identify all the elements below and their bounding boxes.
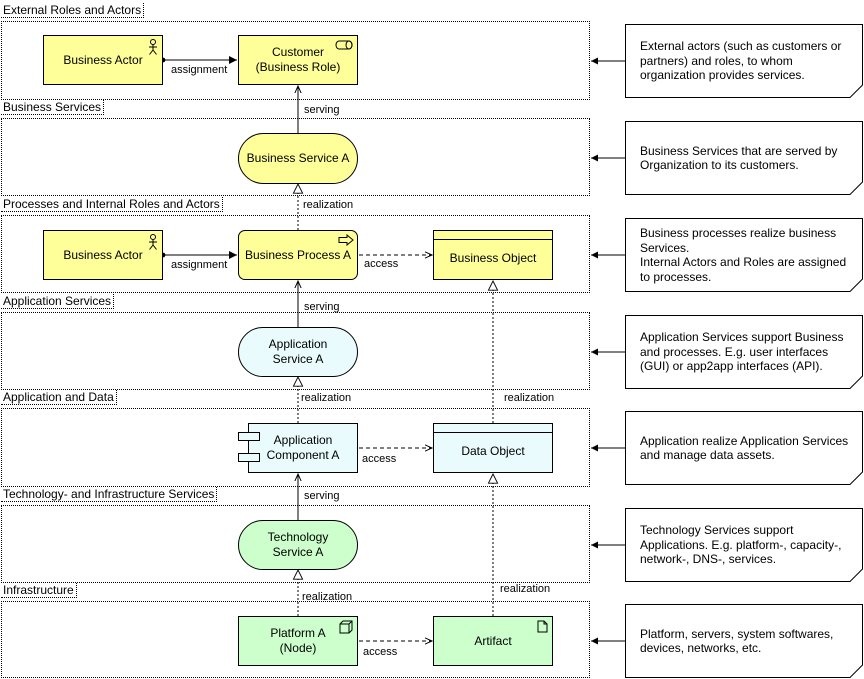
note-business-services-text: Business Services that are served by Org… xyxy=(640,143,838,173)
component-tab-lower xyxy=(238,453,260,462)
layer-title-processes: Processes and Internal Roles and Actors xyxy=(1,197,223,212)
layer-title-external: External Roles and Actors xyxy=(1,3,145,18)
note-infrastructure-text: Platform, servers, system softwares, dev… xyxy=(640,626,834,656)
layer-technology-services xyxy=(1,505,590,583)
layer-title-technology-services: Technology- and Infrastructure Services xyxy=(1,487,218,502)
customer-business-role[interactable]: Customer (Business Role) xyxy=(238,35,358,85)
edge-label-realization-4: realization xyxy=(302,591,353,603)
artifact-icon xyxy=(537,620,548,633)
note-processes: Business processes realize business Serv… xyxy=(625,218,863,292)
note-technology-services-text: Technology Services support Applications… xyxy=(640,523,842,567)
customer-business-role-label: Customer (Business Role) xyxy=(255,45,341,74)
node-cube-icon xyxy=(339,620,353,634)
business-object-header-line xyxy=(434,239,552,240)
note-shape xyxy=(625,508,863,582)
edge-label-realization-2: realization xyxy=(301,392,352,404)
business-service-a[interactable]: Business Service A xyxy=(238,133,358,184)
data-object-header-line xyxy=(434,432,552,433)
data-object-label: Data Object xyxy=(461,444,525,458)
edge-label-access-2: access xyxy=(362,453,397,465)
layer-external xyxy=(1,21,590,100)
note-shape xyxy=(625,604,863,678)
edge-label-serving-2: serving xyxy=(304,301,340,313)
note-external-text: External actors (such as customers or pa… xyxy=(640,39,842,83)
application-component-a-label: Application Component A xyxy=(266,433,340,462)
layer-title-application-data: Application and Data xyxy=(1,390,117,405)
edge-label-access-1: access xyxy=(364,258,399,270)
layer-infrastructure xyxy=(1,601,590,678)
edge-label-assignment-1: assignment xyxy=(171,64,228,76)
note-external: External actors (such as customers or pa… xyxy=(625,24,863,98)
edge-label-serving-3: serving xyxy=(304,490,340,502)
note-business-services: Business Services that are served by Org… xyxy=(625,121,863,195)
artifact-label: Artifact xyxy=(474,633,512,648)
role-icon xyxy=(335,40,353,50)
note-infrastructure: Platform, servers, system softwares, dev… xyxy=(625,604,863,678)
note-processes-text: Business processes realize business Serv… xyxy=(640,226,847,284)
layer-title-business-services: Business Services xyxy=(1,100,105,115)
platform-a-node[interactable]: Platform A (Node) xyxy=(238,616,358,666)
business-process-a[interactable]: Business Process A xyxy=(238,230,358,280)
edge-label-assignment-2: assignment xyxy=(171,259,228,271)
layer-title-application-services: Application Services xyxy=(1,294,115,309)
note-shape xyxy=(625,218,863,292)
edge-label-realization-1: realization xyxy=(303,199,354,211)
component-tab-upper xyxy=(238,432,260,441)
business-actor-internal[interactable]: Business Actor xyxy=(43,230,163,280)
note-application-services-text: Application Services support Business an… xyxy=(640,330,844,374)
edge-label-access-3: access xyxy=(363,646,398,658)
process-arrow-icon xyxy=(338,234,354,246)
artifact[interactable]: Artifact xyxy=(433,616,553,666)
note-application-services: Application Services support Business an… xyxy=(625,315,863,389)
note-shape xyxy=(625,411,863,485)
note-technology-services: Technology Services support Applications… xyxy=(625,508,863,582)
business-actor-external-label: Business Actor xyxy=(63,52,143,67)
note-application-data: Application realize Application Services… xyxy=(625,411,863,485)
application-service-a-label: Application Service A xyxy=(268,337,328,366)
business-object[interactable]: Business Object xyxy=(433,230,553,280)
note-shape xyxy=(625,121,863,195)
note-shape xyxy=(625,24,863,98)
application-component-a[interactable]: Application Component A xyxy=(248,423,358,473)
technology-service-a-label: Technology Service A xyxy=(267,530,329,559)
edge-label-realization-3: realization xyxy=(504,392,555,404)
layer-business-services xyxy=(1,118,590,196)
platform-a-node-label: Platform A (Node) xyxy=(270,626,326,655)
edge-label-realization-5: realization xyxy=(500,583,551,595)
business-object-label: Business Object xyxy=(449,251,537,265)
business-actor-external[interactable]: Business Actor xyxy=(43,35,163,85)
business-service-a-label: Business Service A xyxy=(246,151,350,165)
business-actor-internal-label: Business Actor xyxy=(63,247,143,262)
edge-label-serving-1: serving xyxy=(304,104,340,116)
layer-processes xyxy=(1,215,590,293)
application-service-a[interactable]: Application Service A xyxy=(238,327,358,377)
layer-application-services xyxy=(1,312,590,390)
actor-icon xyxy=(149,234,157,250)
layer-title-infrastructure: Infrastructure xyxy=(1,583,77,598)
note-shape xyxy=(625,315,863,389)
layer-application-data xyxy=(1,408,590,487)
note-application-data-text: Application realize Application Services… xyxy=(640,433,849,463)
data-object[interactable]: Data Object xyxy=(433,423,553,473)
actor-icon xyxy=(149,39,157,55)
business-process-a-label: Business Process A xyxy=(244,247,352,262)
technology-service-a[interactable]: Technology Service A xyxy=(238,520,358,570)
